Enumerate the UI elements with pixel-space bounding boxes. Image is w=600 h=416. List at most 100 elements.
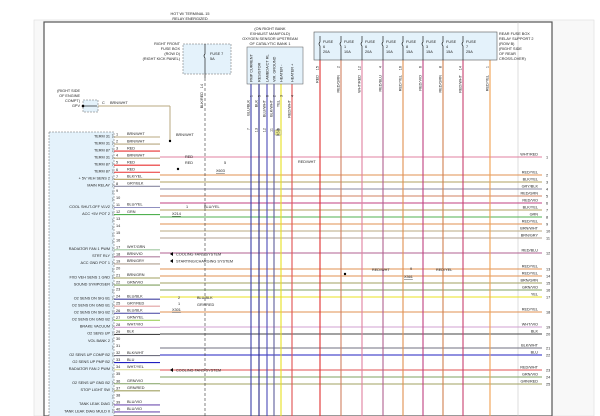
o2-conn-pin: 12	[263, 128, 267, 132]
ecm-pin-name: RADIATOR FAN 2 PWM	[69, 367, 110, 371]
ecm-wire-label: BLU	[127, 358, 135, 362]
ecm-pin-number: 18	[116, 252, 120, 256]
o2-pin-number: 1	[250, 95, 254, 97]
right-wire-label: RED/YEL	[522, 272, 538, 276]
right-pins: WHT/RED1RED/YEL2BLK/YEL3GRY/BLK4RED/GRN5…	[520, 153, 550, 387]
o2-pin-number: 6	[266, 95, 270, 97]
ecm-wire-label: BRN/WHT	[127, 139, 145, 143]
fuse-symbol-icon	[360, 36, 363, 60]
ecm-pin-terminal-icon	[111, 190, 114, 195]
ecm-pin-number: 9	[116, 189, 118, 193]
fuse-number: 1	[344, 45, 346, 49]
ecm-pin-terminal-icon	[111, 253, 114, 258]
ecm-pin-number: 37	[116, 386, 120, 390]
ecm-wire-label: BLK/WHT	[127, 351, 145, 355]
o2-pin-number: 2	[273, 95, 277, 97]
rear-fuse-box-label-4: (RIGHT SIDE	[499, 47, 522, 51]
ecm-pin-number: 11	[116, 203, 120, 207]
ecm-pin-terminal-icon	[111, 232, 114, 237]
ecm-wire-label: GRN/VIO	[127, 280, 143, 284]
ecm-pin-number: 19	[116, 259, 120, 263]
ecm-pin-terminal-icon	[111, 155, 114, 160]
ecm-wire-label: BRN/WHT	[127, 132, 145, 136]
ecm-pin-name: O2 SENS DN SIG B2	[74, 311, 110, 315]
right-wire-label: GRN/RED	[520, 380, 538, 384]
right-wire-label: GRN/VIO	[522, 373, 538, 377]
ecm-pin-number: 26	[116, 309, 120, 313]
fuse-amp: 15A	[426, 50, 433, 54]
right-pin-number: 25	[546, 383, 550, 387]
right-wire-label: RED/GRN	[520, 192, 538, 196]
hot-label-2: RELAY ENERGIZED	[172, 17, 208, 21]
fuse-wire-label: RED/GRN	[337, 75, 341, 93]
ecm-pin-number: 25	[116, 302, 120, 306]
right-wire-label: GRN	[530, 213, 539, 217]
o2-wire-label: RED/WHT	[288, 99, 292, 117]
ecm-wire-label: BLU/BLK	[127, 308, 143, 312]
ecm-pin-number: 17	[116, 245, 120, 249]
ecm-pin-name: O2 SENS UP COMP B2	[69, 353, 110, 357]
fuse-wire-label: RED/YEL	[486, 75, 490, 91]
ecm-pin-name: O2 SENS DN GND B2	[72, 318, 110, 322]
ecm-pin-number: 10	[116, 196, 120, 200]
ecm-pin-number: 36	[116, 379, 120, 383]
ecm-pin-terminal-icon	[111, 162, 114, 167]
ecm-pin-terminal-icon	[111, 331, 114, 336]
right-wire-label: RED/WHT	[520, 366, 538, 370]
ecm-pin-terminal-icon	[111, 366, 114, 371]
ecm-pin-terminal-icon	[111, 296, 114, 301]
ecm-pin-terminal-icon	[111, 338, 114, 343]
right-pin-number: 11	[546, 237, 550, 241]
o2-pins: PMP CURRENT1BLU/BLK7RESISTOR5BLK13LAMBDA…	[247, 54, 295, 133]
ecm-pin-number: 38	[116, 393, 120, 397]
ecm-pin-name: BRAKE VACUUM	[80, 325, 110, 329]
o2-pin-name: VIR. GROUND	[273, 56, 277, 82]
right-wire-label: RED/YEL	[522, 171, 538, 175]
ecm-pin-name: TERM 87	[94, 148, 110, 152]
ecm-pin-name: O2 SENS DN SIG B1	[74, 296, 110, 300]
dn-wire-b-label: GRY/RED	[197, 303, 214, 307]
fuse-label: FUSE	[466, 40, 477, 44]
fuse-wire-label: RED/WHT	[459, 74, 463, 92]
ecm-pin-terminal-icon	[111, 310, 114, 315]
gpv-location-2: OF ENGINE	[59, 94, 80, 98]
fuse-wire-label: RED/YEL	[399, 75, 403, 91]
ecm-pin-name: TERM 87	[94, 170, 110, 174]
fuse-pin: 14	[459, 66, 463, 70]
fuse-7-amp: 5A	[210, 57, 215, 61]
o2-pin-name: RESISTOR	[258, 62, 262, 82]
red-conn-label: X603	[216, 169, 225, 173]
fuse-symbol-icon	[339, 36, 342, 60]
ecm-pin-number: 2	[116, 140, 118, 144]
right-pin-number: 22	[546, 354, 550, 358]
ecm-pin-terminal-icon	[111, 281, 114, 287]
ecm-wire-label: BLU/BLK	[127, 294, 143, 298]
ecm-wire-label: GRN/YEL	[127, 316, 144, 320]
ecm-pin-terminal-icon	[111, 211, 114, 216]
right-wire-label: WHT/RED	[520, 153, 538, 157]
o2-conn-pin: 13	[255, 128, 259, 132]
rf-fuse-box-label-1: RIGHT FRONT	[154, 42, 181, 46]
right-wire-label: BRN/GRY	[521, 234, 539, 238]
ecm-pin-terminal-icon	[111, 345, 114, 350]
ecm-wire-label: GRY/BLK	[127, 182, 144, 186]
right-pin-number: 15	[546, 282, 550, 286]
ecm-pin-terminal-icon	[111, 317, 114, 322]
o2-title-2: EXHAUST MANIFOLD)	[250, 32, 291, 36]
ecm-wire-label: GRY/RED	[127, 301, 144, 305]
rear-fuse-box-label-6: CROSS-OVER)	[499, 57, 527, 61]
rf-fuse-box-rect	[182, 43, 232, 75]
fuse-symbol-icon	[401, 36, 404, 60]
fuse-number: 6	[365, 45, 367, 49]
right-pin-number: 7	[546, 209, 548, 213]
right-pin-number: 10	[546, 230, 550, 234]
ecm-pin-number: 23	[116, 288, 120, 292]
ecm-pin-number: 40	[116, 407, 120, 411]
ecm-pin-terminal-icon	[111, 169, 114, 174]
right-pin-number: 21	[546, 347, 550, 351]
ecm-pin-terminal-icon	[111, 133, 114, 139]
ecm-pin-terminal-icon	[111, 359, 114, 364]
right-pin-number: 9	[546, 223, 548, 227]
ecm-pin-terminal-icon	[111, 267, 114, 273]
